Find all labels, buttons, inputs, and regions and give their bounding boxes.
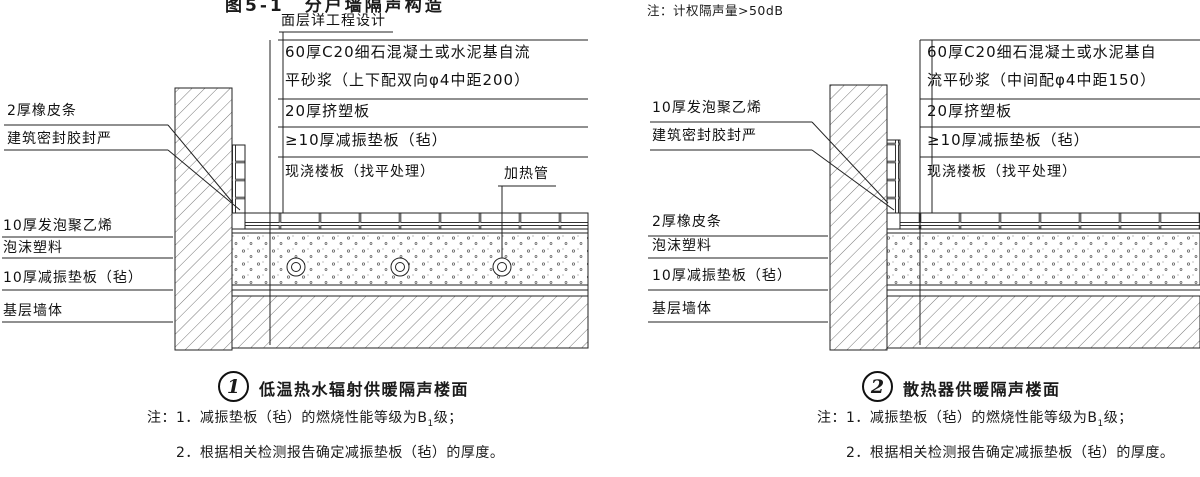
d1-note-1: 注：1．减振垫板（毡）的燃烧性能等级为B1级；: [147, 407, 463, 429]
d1-damping-pad-label: ≥10厚减振垫板（毡）: [285, 131, 448, 149]
detail1-leader-lines: [167, 32, 503, 345]
detail1-finish-layer: [244, 212, 589, 230]
figure-title: 图5-1 分户墙隔声构造: [225, 0, 445, 16]
d2-sealant-label: 建筑密封胶封严: [652, 128, 757, 144]
detail2-drawing: [648, 39, 1200, 351]
d1-detail-number: 1: [226, 375, 241, 398]
detail1-label-rules: [278, 31, 588, 187]
d2-concrete-label-line1: 60厚C20细石混凝土或水泥基自: [927, 43, 1157, 61]
d1-sealant-label: 建筑密封胶封严: [7, 131, 112, 147]
d1-note-1-suffix: 级；: [433, 410, 463, 426]
detail1-drawing: [2, 31, 589, 351]
d2-note-1-suffix: 级；: [1103, 410, 1133, 426]
detail2-label-rules: [920, 39, 1200, 158]
detail2-screed-layer: [886, 232, 1200, 286]
d1-pe-foam-label-line2: 泡沫塑料: [3, 240, 63, 256]
detail2-leader-lines: [811, 40, 933, 345]
acoustic-performance-note: 注：计权隔声量>50dB: [647, 3, 784, 18]
d1-concrete-label-line2: 平砂浆（上下配双向φ4中距200）: [285, 71, 531, 89]
d1-heating-pipe-label: 加热管: [504, 166, 549, 182]
d1-base-wall-label: 基层墙体: [3, 303, 63, 319]
d1-rubber-strip-label: 2厚橡皮条: [7, 103, 77, 119]
d1-xps-label: 20厚挤塑板: [285, 102, 371, 120]
detail2-edge-foam-strip: [886, 139, 901, 214]
d1-note-1-subscript: 1: [427, 418, 434, 429]
d2-base-wall-label: 基层墙体: [652, 301, 712, 317]
d2-foam-plastic-label: 泡沫塑料: [652, 238, 712, 254]
detail1-screed-layer: [231, 232, 589, 286]
d2-note-1-text: 注：1．减振垫板（毡）的燃烧性能等级为B: [817, 410, 1098, 426]
detail2-side-label-rules: [648, 121, 828, 323]
d2-note-2: 2．根据相关检测报告确定减振垫板（毡）的厚度。: [846, 445, 1175, 461]
d2-side-damping-pad-label: 10厚减振垫板（毡）: [652, 268, 792, 284]
d1-slab-label: 现浇楼板（找平处理）: [285, 164, 435, 180]
d2-damping-pad-label: ≥10厚减振垫板（毡）: [927, 131, 1090, 149]
d2-detail-title: 散热器供暖隔声楼面: [903, 380, 1061, 399]
d2-concrete-label-line2: 流平砂浆（中间配φ4中距150）: [927, 71, 1157, 89]
detail1-wall-section: [174, 87, 233, 351]
detail2-structural-slab: [886, 295, 1200, 349]
d2-note-1: 注：1．减振垫板（毡）的燃烧性能等级为B1级；: [817, 407, 1133, 429]
detail1-heating-pipes: [286, 257, 512, 277]
detail2-finish-layer: [899, 212, 1200, 230]
d1-concrete-label-line1: 60厚C20细石混凝土或水泥基自流: [285, 43, 531, 61]
detail1-side-label-rules: [2, 124, 173, 323]
d2-slab-label: 现浇楼板（找平处理）: [927, 164, 1077, 180]
detail1-structural-slab: [231, 295, 589, 349]
d2-detail-number-bubble: 2: [862, 371, 893, 402]
d1-detail-number-bubble: 1: [218, 371, 249, 402]
d1-surface-finish-label: 面层详工程设计: [281, 13, 386, 29]
d2-xps-label: 20厚挤塑板: [927, 102, 1013, 120]
d2-note-1-subscript: 1: [1097, 418, 1104, 429]
d2-detail-number: 2: [870, 375, 885, 398]
d2-rubber-strip-label: 2厚橡皮条: [652, 214, 722, 230]
d1-note-2: 2．根据相关检测报告确定减振垫板（毡）的厚度。: [176, 445, 505, 461]
d1-pe-foam-label-line1: 10厚发泡聚乙烯: [3, 218, 113, 234]
d1-note-1-text: 注：1．减振垫板（毡）的燃烧性能等级为B: [147, 410, 428, 426]
d2-pe-foam-label: 10厚发泡聚乙烯: [652, 100, 762, 116]
detail2-wall-section: [829, 84, 888, 351]
d1-side-damping-pad-label: 10厚减振垫板（毡）: [3, 270, 143, 286]
detail1-edge-foam-strip: [231, 144, 246, 214]
d1-detail-title: 低温热水辐射供暖隔声楼面: [259, 380, 470, 399]
